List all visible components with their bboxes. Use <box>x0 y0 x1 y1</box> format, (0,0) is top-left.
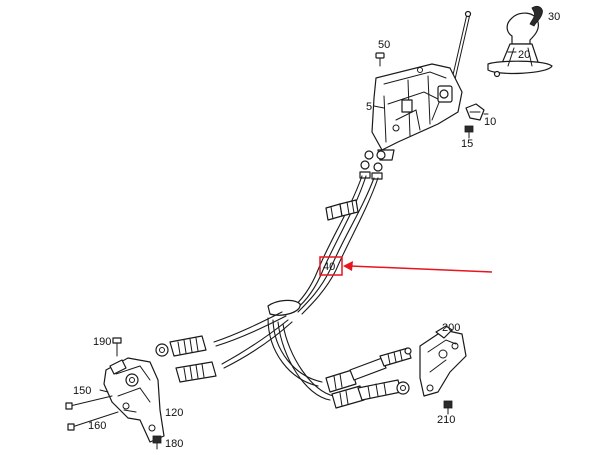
label-part-200: 200 <box>442 322 460 334</box>
highlight-box <box>319 256 343 276</box>
bracket-clip <box>465 103 485 121</box>
highlight-callout <box>319 256 493 276</box>
shift-cables <box>267 175 379 316</box>
label-part-40: 40 <box>323 261 335 273</box>
shift-knob <box>487 12 553 78</box>
label-part-20: 20 <box>518 49 530 61</box>
leader-lines <box>99 51 517 413</box>
right-bracket <box>419 325 467 397</box>
label-part-5: 5 <box>366 101 372 113</box>
shift-housing <box>371 63 463 161</box>
bolt-190 <box>112 337 122 357</box>
bolt-210 <box>443 400 453 415</box>
label-part-120: 120 <box>165 407 183 419</box>
left-cable-run <box>155 311 293 383</box>
label-part-150: 150 <box>73 385 91 397</box>
label-part-15: 15 <box>461 138 473 150</box>
label-part-180: 180 <box>165 438 183 450</box>
long-bolts <box>65 395 119 431</box>
knob-clip <box>529 6 543 27</box>
bolt-15 <box>464 125 474 139</box>
part-labels: 30 20 50 5 10 15 40 190 150 120 160 180 … <box>73 11 560 450</box>
cable-upper-ends <box>359 150 386 180</box>
label-part-160: 160 <box>88 420 106 432</box>
label-part-210: 210 <box>437 414 455 426</box>
highlight-arrow-head <box>343 261 353 271</box>
right-cable-run <box>267 317 412 409</box>
label-part-50: 50 <box>378 39 390 51</box>
label-part-30: 30 <box>548 11 560 23</box>
highlight-arrow-line <box>349 265 493 273</box>
screw-50 <box>375 52 385 67</box>
label-part-10: 10 <box>484 116 496 128</box>
label-part-190: 190 <box>93 336 111 348</box>
left-bracket <box>103 357 165 443</box>
bolt-180 <box>152 435 162 450</box>
